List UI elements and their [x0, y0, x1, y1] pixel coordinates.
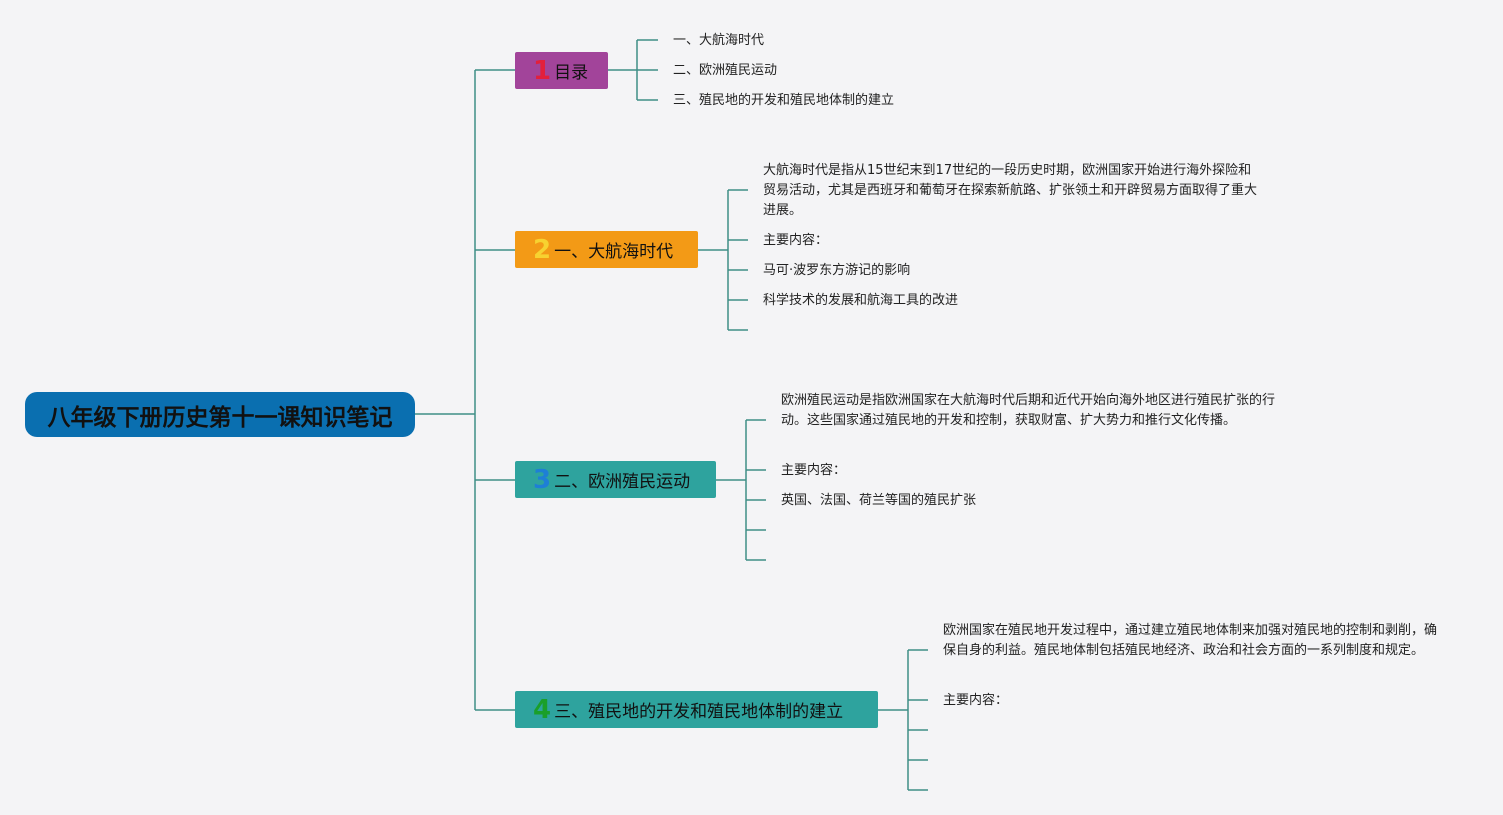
contents-item-1[interactable]: 一、大航海时代 [673, 33, 765, 48]
european-colonization-item-2[interactable]: 英国、法国、荷兰等国的殖民扩张 [781, 493, 977, 508]
topic3-connector [716, 419, 766, 561]
root-title: 八年级下册历史第十一课知识笔记 [47, 404, 393, 431]
age-of-discovery-item-3[interactable]: 科学技术的发展和航海工具的改进 [763, 293, 959, 308]
european-colonization-description[interactable]: 欧洲殖民运动是指欧洲国家在大航海时代后期和近代开始向海外地区进行殖民扩张的行动。… [781, 393, 1276, 428]
contents-item-2[interactable]: 二、欧洲殖民运动 [673, 63, 778, 78]
topic-label-contents: 目录 [554, 63, 589, 83]
topic2-connector [698, 189, 748, 331]
topic-label-colonial-system: 三、殖民地的开发和殖民地体制的建立 [554, 702, 844, 722]
colonial-system-description[interactable]: 欧洲国家在殖民地开发过程中，通过建立殖民地体制来加强对殖民地的控制和剥削，确保自… [943, 623, 1438, 658]
topic-label-age-of-discovery: 一、大航海时代 [554, 242, 674, 262]
topic-number-3: 3 [533, 464, 552, 495]
age-of-discovery-item-1[interactable]: 主要内容： [763, 233, 829, 248]
topic-number-4: 4 [533, 694, 552, 725]
root-connector [415, 69, 515, 711]
colonial-system-item-1[interactable]: 主要内容： [943, 693, 1009, 708]
topic-colonial-system[interactable]: 4 三、殖民地的开发和殖民地体制的建立 [515, 691, 878, 728]
topic-label-european-colonization: 二、欧洲殖民运动 [554, 472, 691, 492]
topic-european-colonization[interactable]: 3 二、欧洲殖民运动 [515, 461, 716, 498]
age-of-discovery-item-2[interactable]: 马可·波罗东方游记的影响 [763, 263, 911, 278]
topic-contents[interactable]: 1 目录 [515, 52, 608, 89]
topic-number-1: 1 [533, 55, 552, 86]
contents-item-3[interactable]: 三、殖民地的开发和殖民地体制的建立 [673, 93, 895, 108]
topic1-connector [608, 39, 658, 101]
topic-number-2: 2 [533, 234, 552, 265]
topic4-connector [878, 649, 928, 791]
age-of-discovery-description[interactable]: 大航海时代是指从15世纪末到17世纪的一段历史时期，欧洲国家开始进行海外探险和贸… [763, 163, 1258, 218]
european-colonization-item-1[interactable]: 主要内容： [781, 463, 847, 478]
topic-age-of-discovery[interactable]: 2 一、大航海时代 [515, 231, 698, 268]
root-node[interactable]: 八年级下册历史第十一课知识笔记 [25, 392, 415, 437]
